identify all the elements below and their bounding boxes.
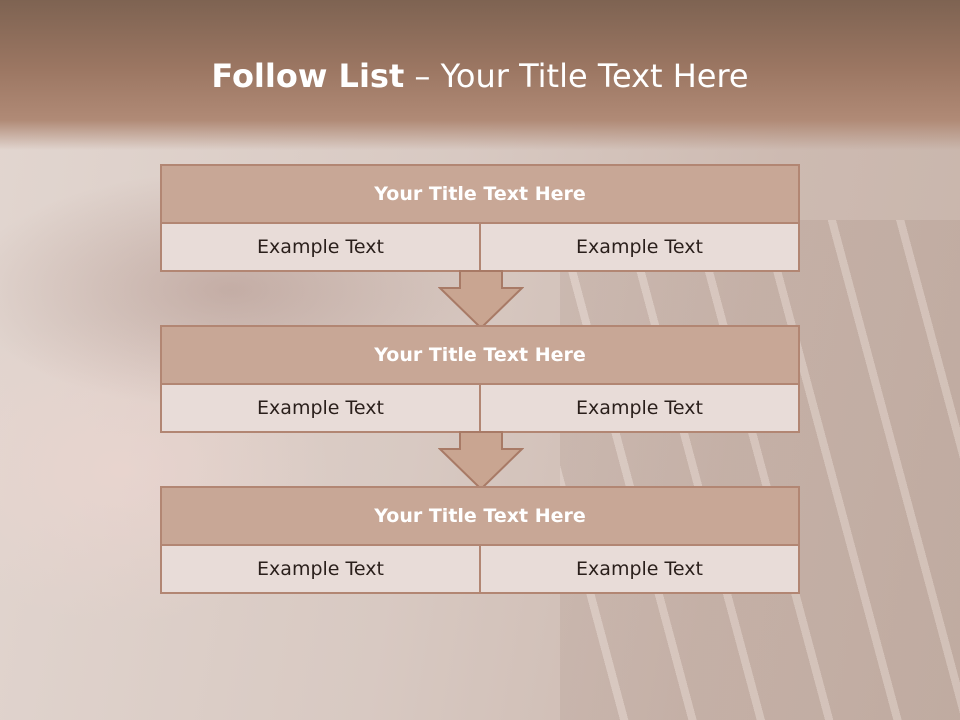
step-box-1: Your Title Text Here Example Text Exampl…: [160, 164, 800, 272]
step-box-3: Your Title Text Here Example Text Exampl…: [160, 486, 800, 594]
down-arrow-icon: [438, 431, 524, 491]
slide-title-bold: Follow List: [211, 57, 405, 95]
header-band: [0, 0, 960, 150]
step-3-right-text: Example Text: [479, 546, 798, 592]
step-1-left-text: Example Text: [257, 236, 384, 258]
step-3-title: Your Title Text Here: [162, 488, 798, 546]
step-1-title: Your Title Text Here: [162, 166, 798, 224]
step-2-left-text: Example Text: [257, 397, 384, 419]
down-arrow-icon: [438, 270, 524, 330]
slide-title: Follow List – Your Title Text Here: [0, 56, 960, 96]
step-2-row: Example Text Example Text: [162, 385, 798, 431]
step-3-row: Example Text Example Text: [162, 546, 798, 592]
step-2-right-text: Example Text: [479, 385, 798, 431]
step-2-title: Your Title Text Here: [162, 327, 798, 385]
step-1-right-text: Example Text: [479, 224, 798, 270]
background-chocolate-bars: [560, 220, 960, 720]
slide-title-rest: – Your Title Text Here: [404, 57, 749, 95]
step-box-2: Your Title Text Here Example Text Exampl…: [160, 325, 800, 433]
step-1-row: Example Text Example Text: [162, 224, 798, 270]
step-3-left-text: Example Text: [257, 558, 384, 580]
